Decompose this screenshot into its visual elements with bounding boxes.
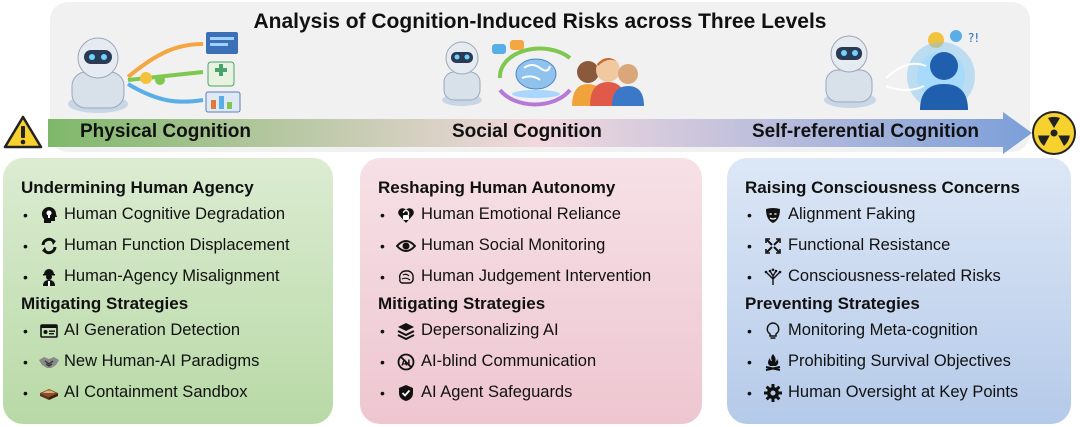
risk-item: • Human Social Monitoring [380,236,606,256]
social-cognition-illustration [440,38,650,108]
gear-icon [763,383,783,403]
risk-item: • Human Emotional Reliance [380,205,621,225]
neural-tree-icon [763,267,783,287]
robot-icon [824,35,876,108]
robot-icon [442,41,482,106]
strategy-item: • Human Oversight at Key Points [747,383,1019,403]
risk-item: • Functional Resistance [747,236,951,256]
risk-section-title: Reshaping Human Autonomy [378,178,616,197]
worker-icon [39,267,59,287]
strategy-item: • New Human-AI Paradigms [23,352,260,372]
no-ai-icon: AI [396,352,416,372]
shield-icon [396,383,416,403]
strategy-item: • Depersonalizing AI [380,321,559,341]
lightbulb-icon [763,321,783,341]
level-label-self-referential: Self-referential Cognition [752,121,979,142]
mask-icon [763,205,783,225]
strategy-item: • Prohibiting Survival Objectives [747,352,1011,372]
risk-section-title: Undermining Human Agency [21,178,254,197]
svg-text:?!: ?! [968,31,979,45]
human-head-icon [920,52,968,110]
people-icon [572,58,644,106]
brain-illustration-icon [512,58,560,98]
risk-item: • Human Judgement Intervention [380,267,652,287]
risk-item: • Alignment Faking [747,205,916,225]
physical-cognition-panel: Undermining Human Agency • Human Cogniti… [3,158,333,424]
risk-item: • Human Function Displacement [23,236,290,256]
strategy-item: • Monitoring Meta-cognition [747,321,978,341]
layers-icon [396,321,416,341]
strategy-item: • AI AI-blind Communication [380,352,597,372]
strategy-item: • AI Containment Sandbox [23,383,248,403]
self-referential-cognition-illustration: ?! [816,28,1016,110]
radiation-icon [1032,111,1076,160]
warning-icon [3,115,43,154]
risk-item: • Human Cognitive Degradation [23,205,286,225]
self-referential-cognition-panel: Raising Consciousness Concerns • Alignme… [727,158,1071,424]
brain-icon [396,267,416,287]
handshake-icon [39,352,59,372]
robot-icon [68,37,128,113]
risk-section-title: Raising Consciousness Concerns [745,178,1020,197]
head-lightbulb-icon [39,205,59,225]
cognition-level-arrow [48,112,1032,159]
resistance-icon [763,236,783,256]
main-title: Analysis of Cognition-Induced Risks acro… [253,10,827,33]
social-cognition-panel: Reshaping Human Autonomy • Human Emotion… [360,158,702,424]
sandbox-icon [39,383,59,403]
campfire-icon [763,352,783,372]
sync-arrows-icon [39,236,59,256]
heart-lock-icon [396,205,416,225]
strategy-item: • AI Generation Detection [23,321,241,341]
risk-item: • Human-Agency Misalignment [23,267,280,287]
strategy-item: • AI Agent Safeguards [380,383,573,403]
level-label-physical: Physical Cognition [80,121,252,142]
strategy-section-title: Mitigating Strategies [21,294,189,313]
strategy-section-title: Preventing Strategies [745,294,920,313]
physical-cognition-illustration [58,32,258,114]
id-card-icon [39,321,59,341]
level-label-social: Social Cognition [452,121,602,142]
risk-item: • Consciousness-related Risks [747,267,1001,287]
strategy-section-title: Mitigating Strategies [378,294,546,313]
eye-icon [396,236,416,256]
